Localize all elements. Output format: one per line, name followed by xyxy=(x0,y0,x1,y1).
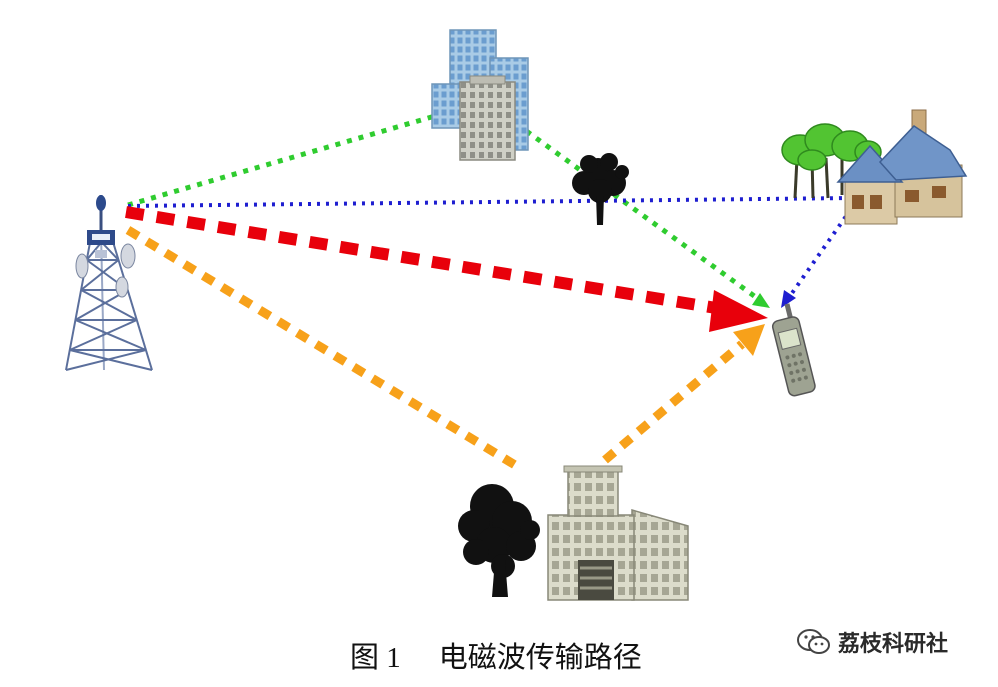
figure-label: 图 1 xyxy=(350,642,401,674)
blue-path xyxy=(127,196,858,308)
house-icon xyxy=(781,109,968,225)
low-rise-building-icon xyxy=(458,465,689,601)
watermark: 荔枝科研社 xyxy=(796,622,986,662)
orange-path-segment-1 xyxy=(125,226,523,472)
orange-path-segment-2 xyxy=(602,340,745,464)
green-arrowhead xyxy=(752,293,770,308)
tree-icon xyxy=(572,153,629,225)
blue-arrowhead xyxy=(781,290,796,308)
figure-title: 电磁波传输路径 xyxy=(438,642,642,674)
wechat-icon xyxy=(797,629,830,654)
red-path-line xyxy=(125,206,717,314)
green-path xyxy=(127,93,770,308)
green-path-segment-2 xyxy=(476,93,759,301)
propagation-diagram xyxy=(65,29,968,601)
orange-arrowhead xyxy=(733,324,765,356)
red-arrowhead xyxy=(709,290,768,332)
blue-path-segment-1 xyxy=(127,196,853,208)
tree-icon xyxy=(458,484,540,597)
orange-path xyxy=(125,226,765,472)
mobile-phone-icon xyxy=(771,303,816,397)
cell-tower-icon xyxy=(65,195,153,371)
green-path-segment-1 xyxy=(127,111,443,208)
watermark-text: 荔枝科研社 xyxy=(838,632,949,657)
office-building-icon xyxy=(431,29,529,161)
red-path xyxy=(125,206,768,332)
figure-caption: 图 1 电磁波传输路径 xyxy=(350,636,710,680)
